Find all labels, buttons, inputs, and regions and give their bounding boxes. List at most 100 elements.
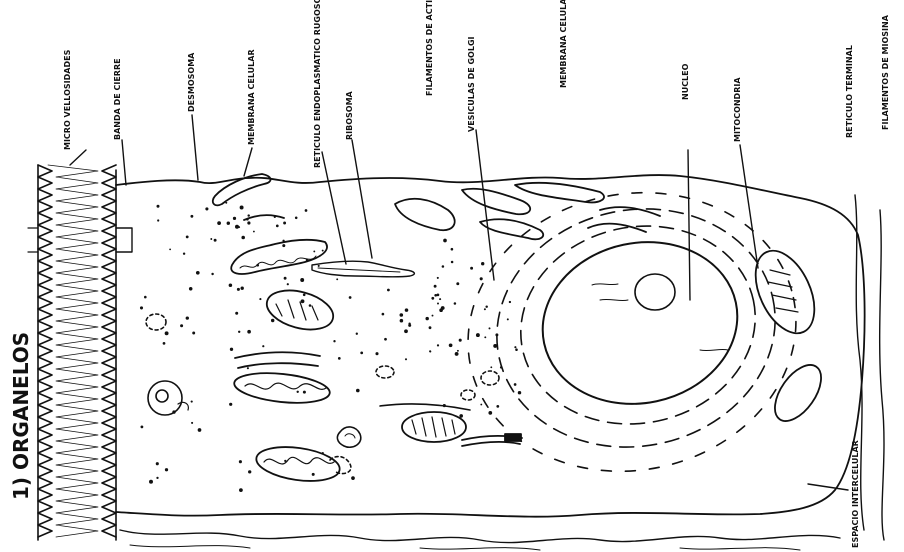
label-nucleo: NUCLEO [681,63,690,100]
ribosome-dot [183,252,185,254]
ribosome-dot [297,391,299,393]
ribosome-dot [180,324,183,327]
ribosome-dot [515,348,518,351]
mitochondrion [262,284,337,336]
ribosome-dot [271,319,274,322]
ribosome-dot [305,209,308,212]
ribosome-dot [165,468,168,471]
ribosome-dot [186,235,189,238]
ribosome-dot [375,352,378,355]
ribosome-dot [500,366,502,368]
ribosome-dot [300,278,304,282]
ribosome-dot [322,250,324,252]
ribosome-dot [434,294,437,297]
ribosome-dot [210,238,212,240]
ribosome-dot [451,261,454,264]
mitochondria [233,242,830,486]
ribosome-dot [384,338,387,341]
ribosome-dot [404,329,408,333]
ribosome-dot [191,422,193,424]
ribosome-dot [240,206,244,210]
ribosome-dot [225,202,227,204]
ribosome-dot [518,391,521,394]
ribosome-dot [247,221,250,224]
ribosome-dot [157,219,159,221]
ribosome-dot [262,345,264,347]
ribosome-dot [454,302,457,305]
ribosome-dot [156,462,159,465]
ribosome-dot [382,313,385,316]
ribosome-dot [333,340,335,342]
free-ribosomes [140,202,521,492]
ribosome-dot [241,287,244,290]
ribosome-dot [387,289,390,292]
ribosome-dot [459,414,463,418]
ribosome-dot [507,318,509,320]
ribosome-dot [484,336,486,338]
label-membrana-celular-2: MEMBRANA CELULAR [559,0,568,88]
ribosome-dot [456,282,459,285]
ribosome-dot [241,236,245,240]
ribosome-dot [313,250,315,252]
ribosome-dot [309,304,312,307]
mitochondrion [402,412,466,442]
ribosome-dot [437,277,439,279]
ribosome-dot [217,221,221,225]
ribosome-dot [408,324,411,327]
ribosome-dot [514,346,516,348]
ribosome-dot [400,319,404,323]
ribosome-dot [449,343,453,347]
ribosome-dot [431,297,434,300]
ribosome-dot [229,403,232,406]
ribosome-dot [247,330,251,334]
ribosome-dot [405,308,409,312]
ribosome-dot [490,366,492,368]
ribosome-dot [274,216,276,218]
ribosome-dot [480,277,483,280]
ribosome-dot [439,298,441,300]
ribosome-dot [282,244,285,247]
label-reticulo-rugoso: RETICULO ENDOPLASMATICO RUGOSO [313,0,322,168]
ribosome-dot [485,305,487,307]
mitochondrion [233,369,331,407]
ribosome-dot [303,293,306,296]
ribosome-dot [489,327,491,329]
ribosome-dot [283,222,286,225]
diagram-title: 1) ORGANELOS [9,332,33,500]
ribosome-dot [476,333,480,337]
ribosome-dot [235,312,238,315]
ribosome-dot [214,239,217,242]
ribosome-dot [441,306,445,310]
ribosome-dot [312,473,315,476]
ribosome-dot [253,231,255,233]
lysosome [148,381,182,415]
ribosome-dot [495,333,498,336]
ribosome-dot [437,303,439,305]
ribosome-dot [318,265,320,267]
ribosome-dot [432,315,434,317]
ribosome-dot [141,426,144,429]
ribosome-dot [229,284,233,288]
ribosome-dot [514,383,517,386]
ribosome-dot [246,218,249,221]
ribosome-dot [169,249,171,251]
ribosome-dot [306,259,309,262]
ribosome-dot [247,367,249,369]
ribosome-dot [191,401,193,403]
ribosome-dot [451,248,454,251]
ribosome-dot [429,350,431,352]
ribosome-dot [282,240,284,242]
ribosome-dot [455,352,459,356]
ribosome-dot [157,205,160,208]
ribosome-dot [356,333,358,335]
ribosome-dot [442,265,445,268]
ribosome-dot [443,239,447,243]
ribosome-dot [287,283,289,285]
ribosome-dot [239,460,242,463]
microvilli-brush-border [38,165,116,540]
ribosome-dot [190,215,193,218]
mitochondrion [254,442,342,485]
label-espacio-intercelular: ESPACIO INTERCELULAR [851,440,860,548]
ribosome-dot [256,264,259,267]
